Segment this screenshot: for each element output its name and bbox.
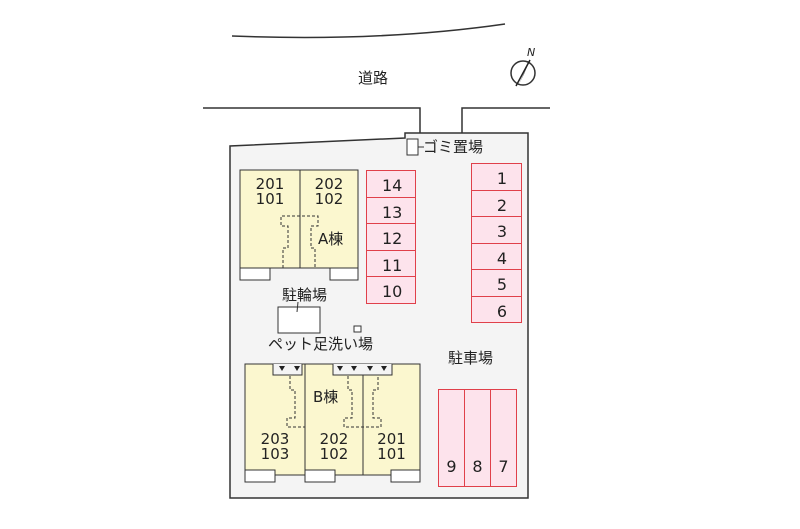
parking-space: 14	[366, 170, 416, 198]
building-a-label: A棟	[318, 230, 344, 248]
parking-label: 駐車場	[448, 349, 494, 367]
parking-space: 11	[366, 249, 416, 277]
parking-number: 14	[382, 176, 403, 195]
road-label: 道路	[358, 69, 389, 87]
parking-space: 3	[471, 216, 522, 244]
parking-space: 5	[471, 269, 522, 297]
parking-number: 13	[382, 202, 403, 222]
parking-number: 4	[496, 248, 507, 268]
parking-space: 12	[366, 223, 416, 251]
parking-space: 6	[471, 295, 522, 323]
bike-parking-label: 駐輪場	[282, 286, 328, 304]
pet-wash-label: ペット足洗い場	[268, 335, 374, 353]
parking-space: 9	[438, 389, 465, 487]
parking-number: 10	[382, 282, 403, 301]
parking-space: 4	[471, 242, 522, 270]
parking-number: 7	[498, 457, 509, 476]
parking-number: 6	[496, 301, 507, 321]
parking-space: 1	[471, 163, 522, 191]
parking-number: 11	[382, 255, 403, 275]
parking-number: 1	[496, 169, 507, 188]
compass-icon	[510, 59, 536, 87]
parking-space: 7	[490, 389, 517, 487]
compass-label: N	[527, 46, 536, 59]
parking-number: 8	[472, 457, 483, 476]
parking-space: 8	[464, 389, 491, 487]
garbage-area-label: ゴミ置場	[423, 138, 484, 156]
parking-number: 5	[496, 275, 507, 294]
parking-number: 9	[446, 457, 457, 476]
parking-space: 10	[366, 276, 416, 304]
parking-space: 2	[471, 189, 522, 217]
building-b-label: B棟	[313, 388, 339, 406]
parking-number: 12	[382, 229, 403, 248]
parking-space: 13	[366, 196, 416, 224]
parking-number: 2	[496, 195, 507, 215]
parking-number: 3	[496, 222, 507, 241]
